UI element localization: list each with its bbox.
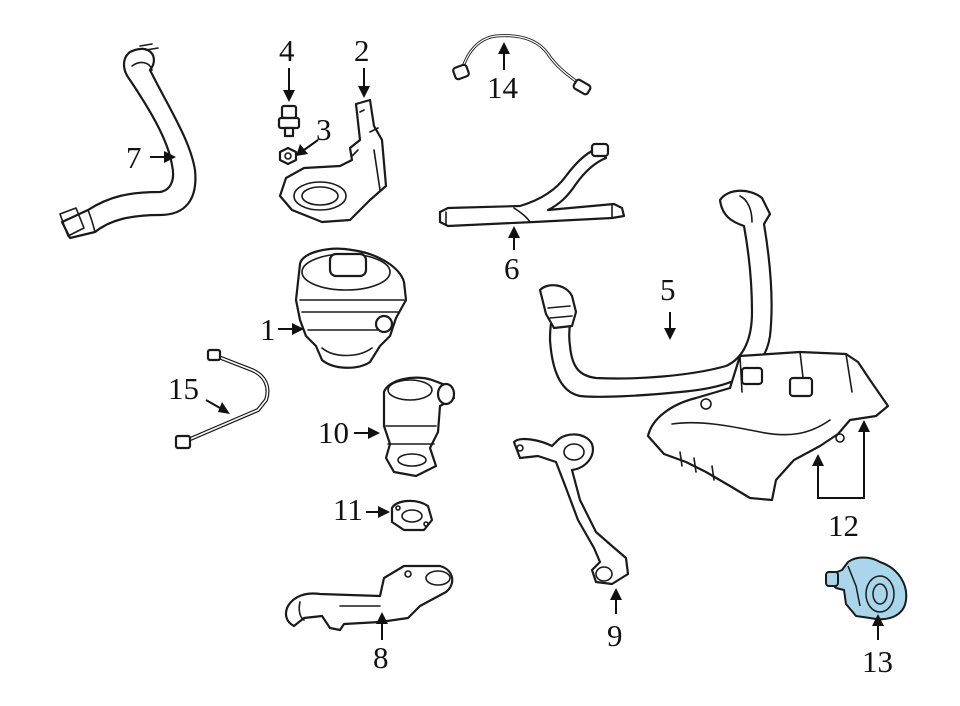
callout-label-8: 8: [373, 640, 389, 675]
callout-label-4: 4: [279, 33, 295, 68]
part-4-sensor[interactable]: [277, 104, 301, 138]
callout-11: 11: [333, 492, 390, 527]
part-13-valve[interactable]: [825, 556, 908, 621]
callout-label-3: 3: [316, 112, 332, 147]
callout-7: 7: [126, 140, 176, 175]
callout-label-11: 11: [333, 492, 363, 527]
callout-label-7: 7: [126, 140, 142, 175]
callout-1: 1: [260, 312, 304, 347]
part-10-valve[interactable]: [382, 376, 456, 478]
callout-3: 3: [296, 112, 332, 156]
part-9-pipe[interactable]: [512, 433, 630, 586]
callout-6: 6: [504, 226, 520, 286]
callout-13: 13: [862, 614, 893, 679]
callout-label-5: 5: [660, 272, 676, 307]
callout-9: 9: [607, 588, 623, 653]
part-3-nut[interactable]: [278, 146, 298, 166]
part-6-y-hose[interactable]: [438, 142, 626, 228]
callout-label-12: 12: [828, 508, 859, 543]
part-1-air-pump[interactable]: [294, 247, 408, 369]
callout-label-2: 2: [354, 33, 370, 68]
part-11-gasket[interactable]: [390, 499, 434, 532]
callout-label-10: 10: [318, 415, 349, 450]
callout-label-1: 1: [260, 312, 276, 347]
part-7-hose[interactable]: [59, 43, 197, 240]
callout-14: 14: [487, 42, 519, 105]
callout-label-13: 13: [862, 644, 893, 679]
part-14-cable[interactable]: [452, 34, 592, 96]
callout-12: 12: [812, 420, 870, 543]
callout-2: 2: [354, 33, 370, 98]
callout-label-15: 15: [168, 371, 199, 406]
part-12-housing[interactable]: [646, 350, 890, 502]
part-2-bracket[interactable]: [278, 98, 388, 224]
callout-8: 8: [373, 612, 389, 675]
callout-label-6: 6: [504, 251, 520, 286]
part-5-hose[interactable]: [538, 189, 773, 398]
callout-15: 15: [168, 371, 230, 414]
part-15-tube[interactable]: [174, 348, 270, 450]
callout-label-14: 14: [487, 70, 519, 105]
part-8-pipe[interactable]: [284, 564, 454, 632]
callout-label-9: 9: [607, 618, 623, 653]
callout-10: 10: [318, 415, 380, 450]
callout-4: 4: [279, 33, 295, 102]
callout-5: 5: [660, 272, 676, 340]
